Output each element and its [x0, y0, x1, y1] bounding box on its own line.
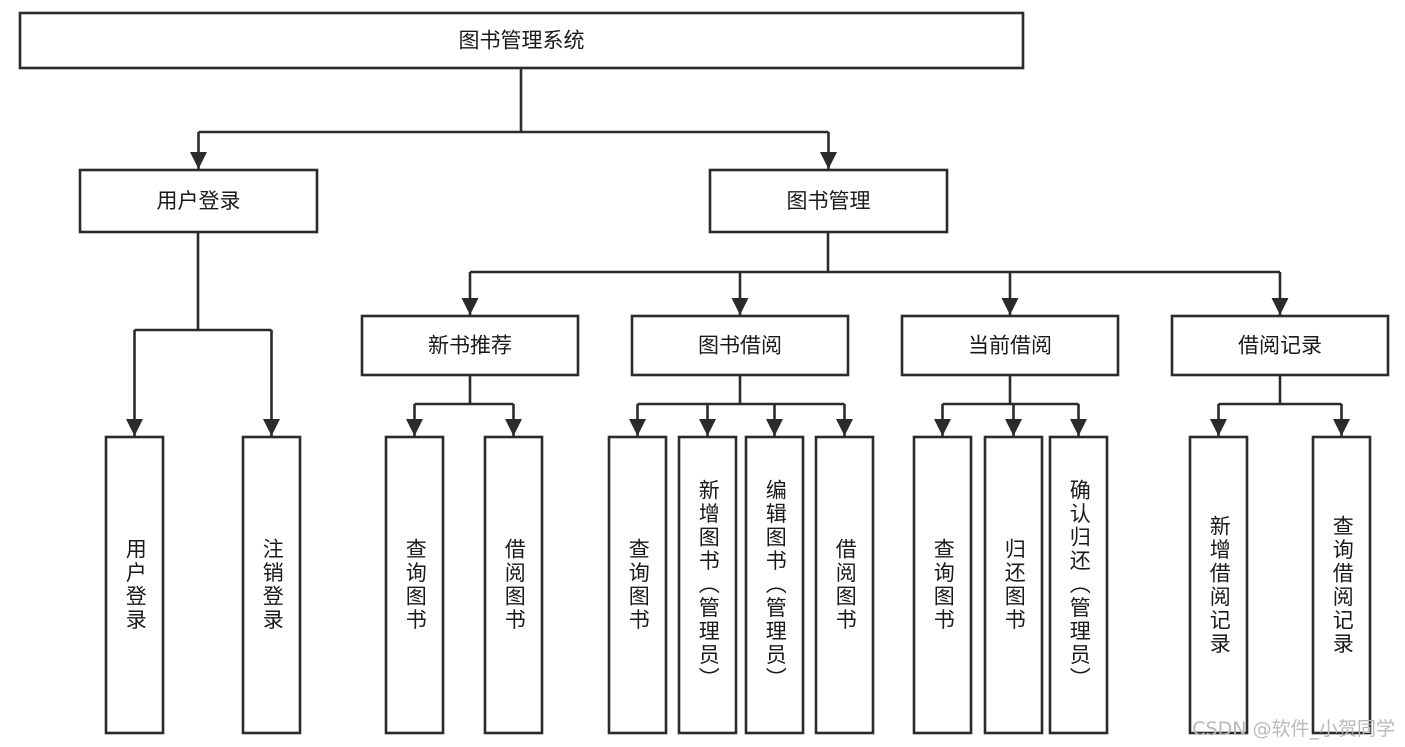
node-label-borrow: 图书借阅: [698, 334, 782, 358]
watermark-text: CSDN @软件_小贺同学: [1192, 718, 1395, 740]
node-box-current[interactable]: [900, 314, 1120, 377]
arrow-head-icon: [1005, 419, 1022, 436]
arrow-head-icon: [629, 419, 646, 436]
edge-group-g5: [629, 375, 853, 436]
arrow-head-icon: [820, 152, 837, 169]
arrow-head-icon: [1210, 419, 1227, 436]
edges-layer: [126, 68, 1350, 436]
edge-group-g1: [190, 68, 837, 169]
node-box-l5[interactable]: [607, 435, 668, 735]
node-label-newbook: 新书推荐: [428, 334, 512, 358]
node-box-l1[interactable]: [104, 435, 165, 735]
node-box-l10[interactable]: [983, 435, 1044, 735]
arrow-head-icon: [126, 419, 143, 436]
arrow-head-icon: [1070, 419, 1087, 436]
node-box-newbook[interactable]: [360, 314, 580, 377]
node-box-l11[interactable]: [1048, 435, 1109, 735]
arrow-head-icon: [263, 419, 280, 436]
arrow-head-icon: [406, 419, 423, 436]
arrow-head-icon: [1271, 298, 1289, 315]
node-label-login: 用户登录: [157, 189, 241, 213]
node-label-current: 当前借阅: [968, 334, 1052, 358]
arrow-head-icon: [934, 419, 951, 436]
node-box-login[interactable]: [78, 168, 319, 234]
node-label-root: 图书管理系统: [459, 29, 585, 53]
node-label-bookmgmt: 图书管理: [787, 189, 871, 213]
arrow-head-icon: [1001, 298, 1019, 315]
arrow-head-icon: [1333, 419, 1350, 436]
edge-group-g7: [1210, 375, 1350, 436]
edge-group-g2: [126, 232, 280, 436]
arrow-head-icon: [731, 298, 749, 315]
node-box-records[interactable]: [1170, 314, 1390, 377]
node-box-l13[interactable]: [1311, 435, 1372, 735]
node-box-l8[interactable]: [814, 435, 875, 735]
node-box-borrow[interactable]: [630, 314, 850, 377]
node-label-records: 借阅记录: [1238, 334, 1322, 358]
arrow-head-icon: [836, 419, 853, 436]
arrow-head-icon: [190, 152, 207, 169]
node-box-l12[interactable]: [1188, 435, 1249, 735]
edge-group-g4: [406, 375, 522, 436]
arrow-head-icon: [461, 298, 479, 315]
arrow-head-icon: [505, 419, 522, 436]
edge-group-g3: [461, 232, 1289, 315]
node-box-root[interactable]: [18, 11, 1025, 70]
node-box-l2[interactable]: [241, 435, 302, 735]
arrow-head-icon: [766, 419, 783, 436]
node-box-l6[interactable]: [677, 435, 738, 735]
edge-group-g6: [934, 375, 1087, 436]
arrow-head-icon: [699, 419, 716, 436]
node-box-bookmgmt[interactable]: [708, 168, 949, 234]
node-box-l9[interactable]: [912, 435, 973, 735]
node-box-l3[interactable]: [384, 435, 445, 735]
node-box-l4[interactable]: [483, 435, 544, 735]
node-box-l7[interactable]: [744, 435, 805, 735]
